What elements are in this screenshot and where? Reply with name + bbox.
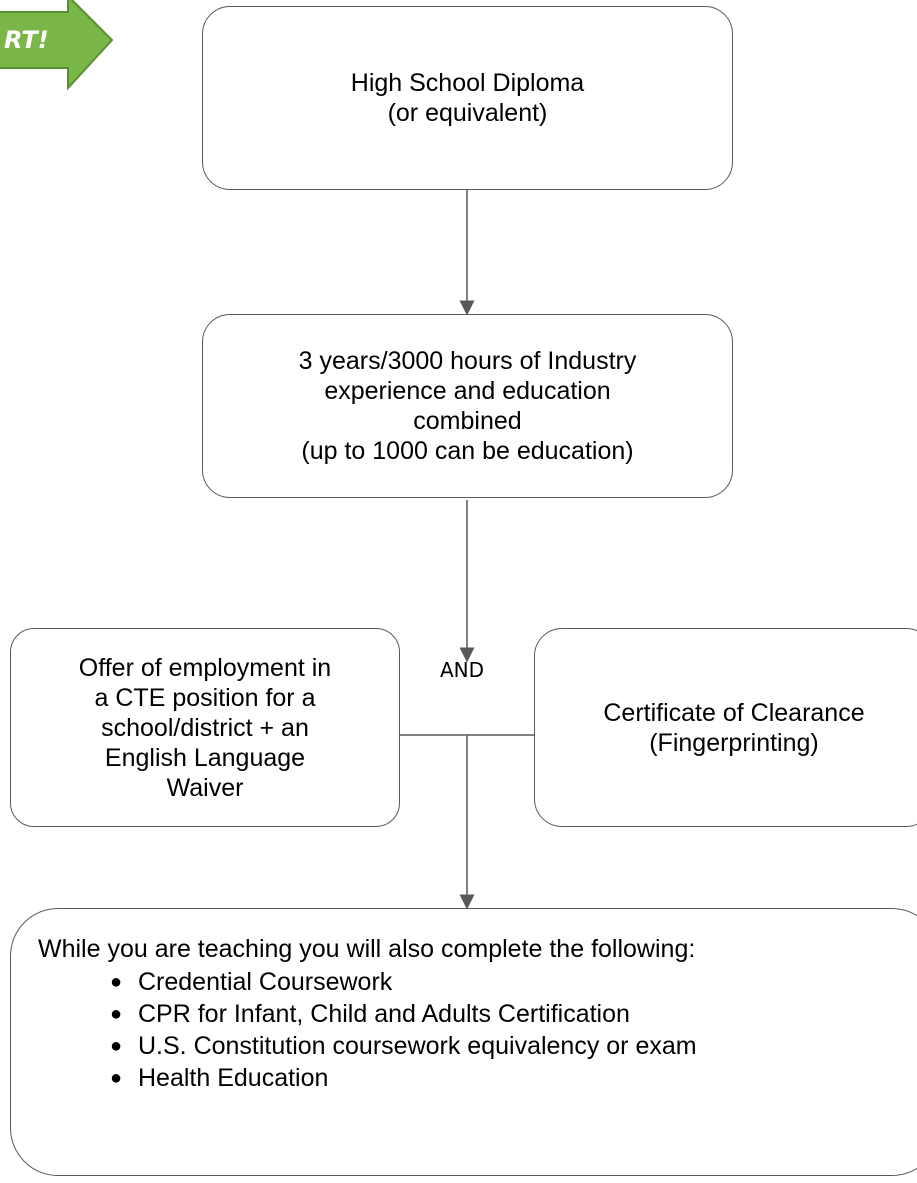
node-certificate-of-clearance: Certificate of Clearance (Fingerprinting… [534,628,917,827]
node-certificate-of-clearance-text: Certificate of Clearance (Fingerprinting… [603,698,865,757]
start-badge-text: RT! [4,26,49,54]
node-industry-experience: 3 years/3000 hours of Industry experienc… [202,314,733,498]
while-teaching-intro: While you are teaching you will also com… [38,935,696,963]
node-high-school-diploma: High School Diploma (or equivalent) [202,6,733,190]
list-item: U.S. Constitution coursework equivalency… [110,1030,697,1062]
requirements-list: Credential Coursework CPR for Infant, Ch… [110,966,697,1094]
and-label: AND [440,658,485,682]
list-item: Credential Coursework [110,966,697,998]
node-high-school-diploma-text: High School Diploma (or equivalent) [350,69,585,127]
list-item: Health Education [110,1062,697,1094]
start-arrow-badge: RT! [0,0,114,91]
start-arrow-shape [0,0,114,91]
node-industry-experience-text: 3 years/3000 hours of Industry experienc… [298,347,637,465]
list-item: CPR for Infant, Child and Adults Certifi… [110,998,697,1030]
node-offer-of-employment: Offer of employment in a CTE position fo… [10,628,400,827]
node-offer-of-employment-text: Offer of employment in a CTE position fo… [78,653,332,802]
